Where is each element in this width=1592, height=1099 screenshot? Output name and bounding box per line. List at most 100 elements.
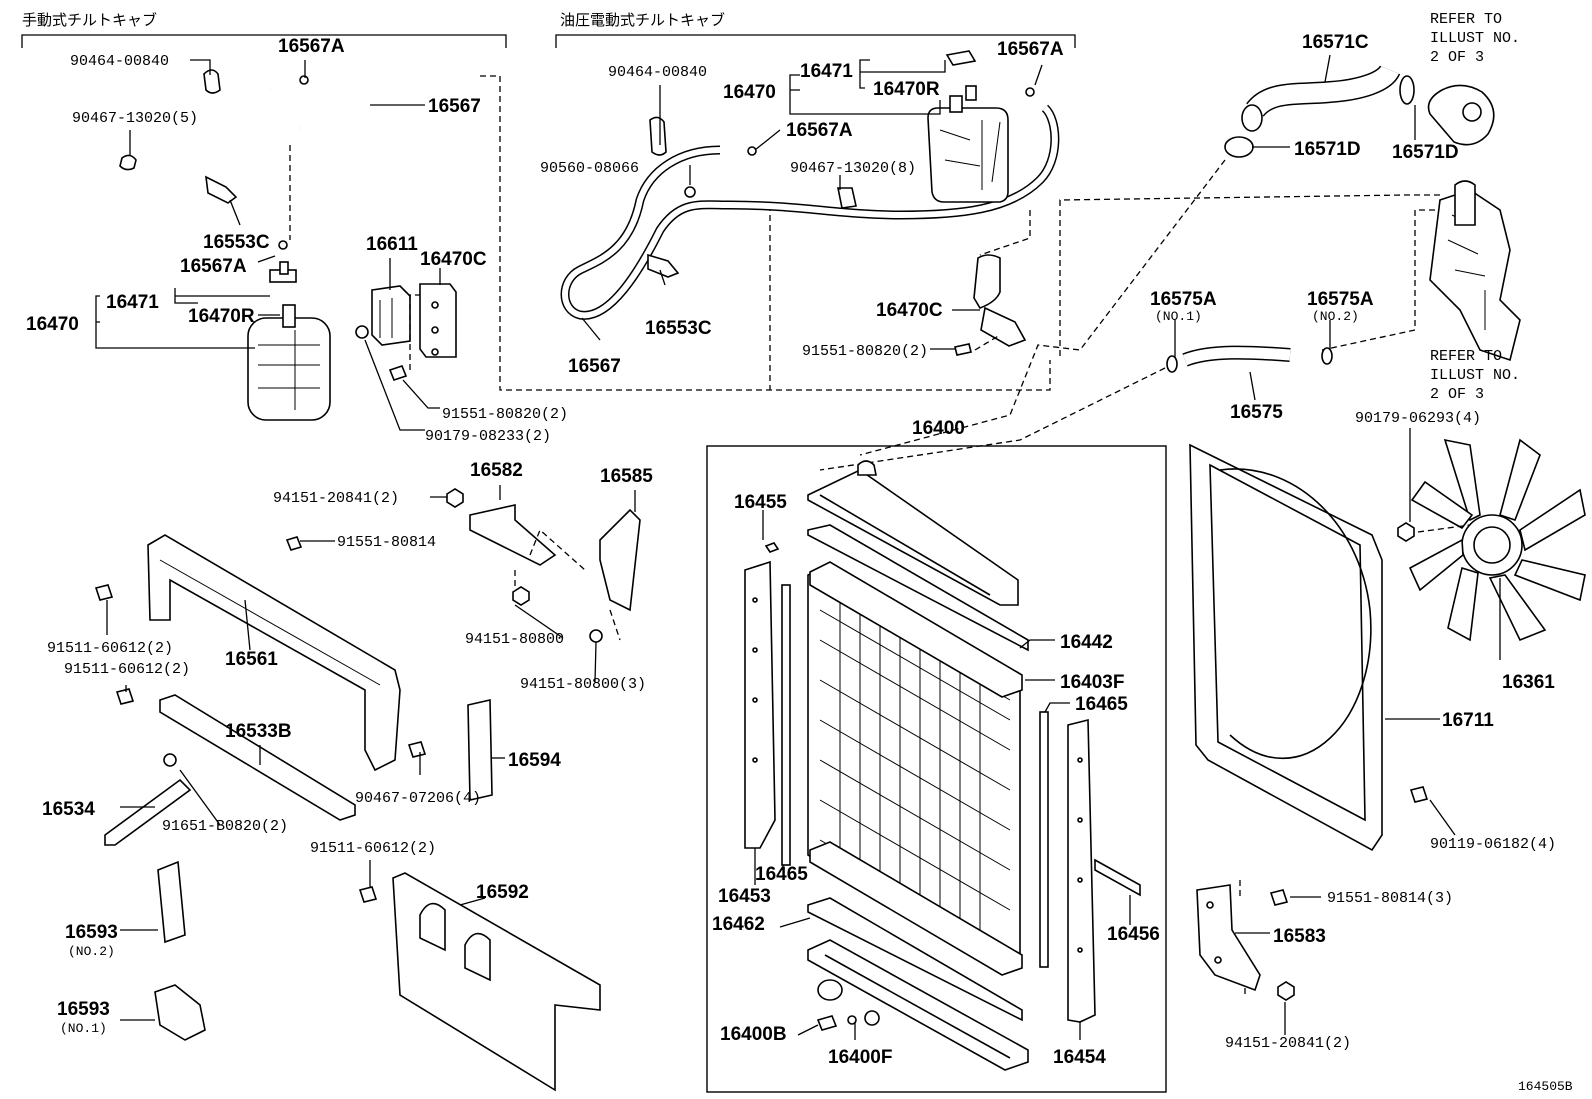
nut-90179-06293: [1397, 522, 1415, 542]
nut-94151-80800-3: [589, 629, 603, 643]
label-94151-80800-3: 94151-80800(3): [520, 676, 646, 693]
label-16553C-b: 16553C: [645, 318, 712, 339]
lower-radiator-hose-16575: [1166, 345, 1333, 373]
label-91551-80820-2-b: 91551-80820(2): [802, 343, 928, 360]
nut-90179-08233: [355, 325, 369, 339]
label-94151-20841-2-b: 94151-20841(2): [1225, 1035, 1351, 1052]
hose-clamp-16571D-right: [1399, 75, 1415, 105]
label-90464-00840-b: 90464-00840: [608, 64, 707, 81]
leader-lower-hose-to-pump: [1321, 209, 1435, 351]
label-16567A-d: 16567A: [786, 120, 853, 141]
label-16470C-a: 16470C: [420, 249, 487, 270]
label-90464-00840-a: 90464-00840: [70, 53, 169, 70]
hydraulic-tilt-cab-bracket: [555, 34, 1076, 48]
manual-overflow-hose-group: [119, 69, 369, 259]
label-90467-13020-8: 90467-13020(8): [790, 160, 916, 177]
label-16711: 16711: [1442, 710, 1494, 731]
bracket-16582: [469, 504, 557, 566]
leader-lower-hose-to-radiator: [819, 367, 1166, 471]
radiator-upper-tank: [807, 460, 1019, 606]
water-outlet-housing: [1427, 84, 1495, 146]
hose-clamp-16571D-left: [1224, 136, 1254, 158]
label-16361: 16361: [1502, 672, 1555, 693]
bolt-91551-80814: [285, 536, 303, 551]
leader-upper-hose: [859, 159, 1226, 456]
refer-note-mid-3: 2 OF 3: [1430, 386, 1484, 403]
label-no2-b: (NO.2): [68, 944, 115, 959]
label-91651-B0820-2: 91651-B0820(2): [162, 818, 288, 835]
label-16571D-a: 16571D: [1294, 139, 1361, 160]
radiator-core: [807, 561, 1023, 976]
label-94151-80800: 94151-80800: [465, 631, 564, 648]
label-16453: 16453: [718, 886, 771, 907]
diagram-code: 164505B: [1518, 1079, 1573, 1094]
bracket-16611: [371, 285, 411, 346]
leader-bracket-16583: [1239, 880, 1246, 995]
bolt-91511-60612-b: [115, 688, 135, 705]
refer-note-top-3: 2 OF 3: [1430, 49, 1484, 66]
gasket-16442: [807, 524, 1029, 652]
seal-16465-left: [781, 584, 791, 866]
label-16442: 16442: [1060, 632, 1113, 653]
label-16567A-b: 16567A: [180, 256, 247, 277]
label-16400F: 16400F: [828, 1047, 892, 1068]
bracket-16583: [1196, 884, 1261, 992]
label-16456: 16456: [1107, 924, 1160, 945]
label-16571C: 16571C: [1302, 32, 1369, 53]
leader-lines: [95, 54, 1501, 1040]
label-16471-b: 16471: [800, 61, 853, 82]
baffle-16456: [1094, 858, 1141, 897]
header-hydraulic-tilt-cab: 油圧電動式チルトキャブ: [560, 11, 725, 29]
label-91511-60612-2-c: 91511-60612(2): [310, 840, 436, 857]
label-no1-a: (NO.1): [1155, 309, 1202, 324]
label-90119-06182-4: 90119-06182(4): [1430, 836, 1556, 853]
bracket-16470C-left: [419, 283, 457, 358]
side-member-16454: [1067, 718, 1096, 1023]
label-16585: 16585: [600, 466, 653, 487]
fan-16361: [1408, 438, 1586, 642]
label-16567A-c: 16567A: [997, 39, 1064, 60]
fan-shroud-16711: [1189, 443, 1383, 852]
label-16403F: 16403F: [1060, 672, 1124, 693]
label-16561: 16561: [225, 649, 278, 670]
leader-bracket-16582: [514, 528, 621, 641]
label-16470C-b: 16470C: [876, 300, 943, 321]
manual-tilt-cab-bracket: [21, 34, 507, 48]
water-pump-housing: [1429, 180, 1521, 362]
label-16465-a: 16465: [1075, 694, 1128, 715]
header-manual-tilt-cab: 手動式チルトキャブ: [22, 11, 157, 29]
label-16567-b: 16567: [568, 356, 621, 377]
label-91511-60612-2-a: 91511-60612(2): [47, 640, 173, 657]
bracket-16593-no2: [157, 860, 186, 944]
support-bar-16533B: [159, 694, 356, 821]
label-16575A-2: 16575A: [1307, 289, 1374, 310]
label-16567A-a: 16567A: [278, 36, 345, 57]
stay-16534: [104, 778, 192, 846]
label-no2-a: (NO.2): [1312, 309, 1359, 324]
label-no1-b: (NO.1): [60, 1021, 107, 1036]
label-16470R-a: 16470R: [188, 306, 255, 327]
seal-16465-right: [1039, 711, 1049, 968]
label-16534: 16534: [42, 799, 95, 820]
label-91551-80814: 91551-80814: [337, 534, 436, 551]
bolt-91551-80820-left: [388, 365, 408, 381]
label-16553C-a: 16553C: [203, 232, 270, 253]
label-16465-b: 16465: [755, 864, 808, 885]
radiator-assembly-box: [706, 445, 1167, 1093]
refer-note-top-2: ILLUST NO.: [1430, 30, 1520, 47]
label-90467-07206-4: 90467-07206(4): [355, 790, 481, 807]
label-16471-a: 16471: [106, 292, 159, 313]
guide-16592: [392, 872, 601, 1092]
label-90179-08233-2: 90179-08233(2): [425, 428, 551, 445]
bracket-16470C-right: [954, 254, 1027, 356]
bolt-91511-60612-a: [94, 584, 114, 601]
upper-radiator-hose-16571C: [1241, 64, 1401, 132]
label-91551-80814-3: 91551-80814(3): [1327, 890, 1453, 907]
bolt-90119-06182: [1409, 786, 1429, 803]
leader-bolt-to-bracket: [974, 334, 1001, 351]
label-16594: 16594: [508, 750, 561, 771]
label-16470-a: 16470: [26, 314, 79, 335]
hydraulic-reservoir-tank: [927, 50, 1035, 203]
nut-94151-80800: [512, 586, 530, 606]
